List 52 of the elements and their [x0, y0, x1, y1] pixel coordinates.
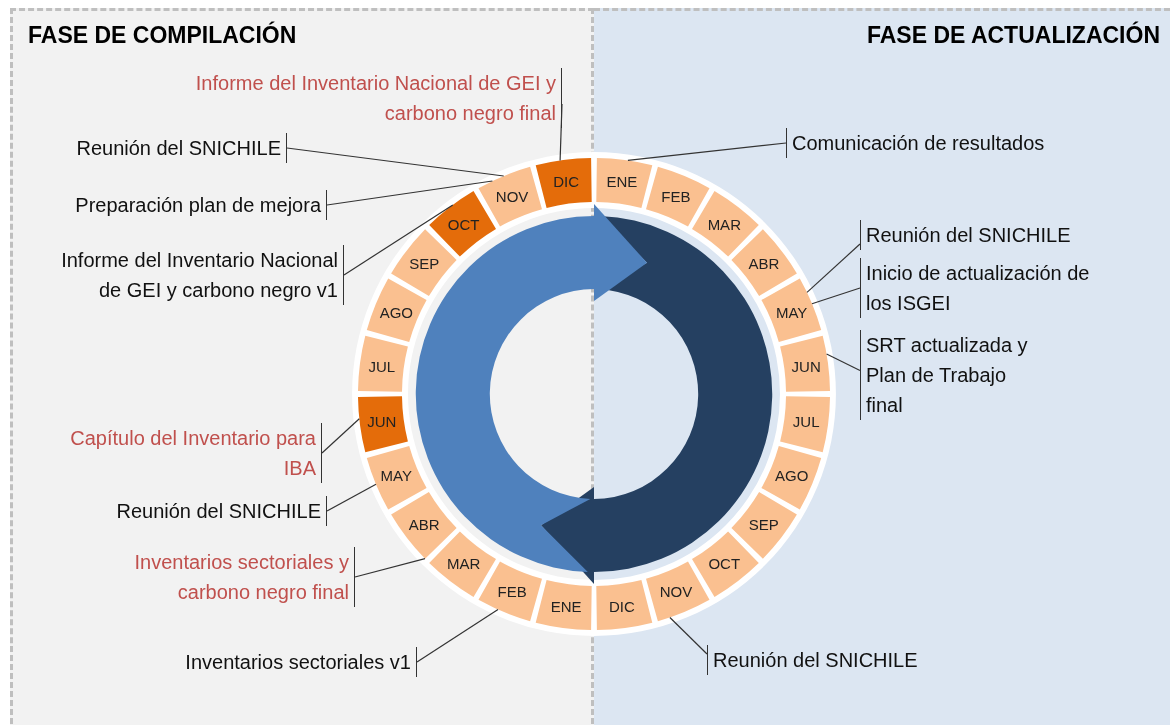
- leader-line: [559, 103, 563, 161]
- milestone-text: SRT actualizada y Plan de Trabajo final: [860, 330, 1046, 420]
- month-segment: SEP: [391, 229, 457, 296]
- leader-line: [286, 147, 505, 177]
- month-segment: SEP: [731, 492, 797, 559]
- milestone-text: Inventarios sectoriales v1: [185, 647, 417, 677]
- month-segment: OCT: [692, 531, 759, 597]
- milestone-text: Comunicación de resultados: [786, 128, 1045, 158]
- month-segment: MAR: [429, 531, 496, 597]
- month-segment: DIC: [596, 580, 653, 630]
- milestone-text: Reunión del SNICHILE: [707, 645, 918, 675]
- month-segment: NOV: [646, 561, 710, 622]
- month-segment: ENE: [535, 580, 592, 630]
- panel-heading: FASE DE ACTUALIZACIÓN: [866, 22, 1160, 49]
- leader-line: [326, 180, 493, 206]
- milestone-text: Informe del Inventario Nacional de GEI y carbono negro final: [156, 68, 562, 128]
- month-segment: MAY: [761, 278, 822, 342]
- month-segment: MAY: [366, 446, 427, 510]
- milestone-text: Inicio de actualización de los ISGEI: [860, 258, 1101, 318]
- month-segment: NOV: [478, 166, 542, 227]
- milestone-text: Inventarios sectoriales y carbono negro final: [109, 547, 355, 607]
- leader-line: [416, 609, 499, 663]
- leader-line: [321, 418, 360, 454]
- month-segment: JUN: [358, 396, 408, 453]
- month-segment: JUL: [780, 396, 830, 453]
- month-segment: AGO: [366, 278, 427, 342]
- month-segment: AGO: [761, 446, 822, 510]
- milestone-text: Reunión del SNICHILE: [116, 496, 327, 526]
- leader-line: [811, 287, 861, 305]
- leader-line: [806, 243, 861, 293]
- milestone-text: Reunión del SNICHILE: [860, 220, 1071, 250]
- month-segment: ENE: [596, 158, 653, 208]
- panel-heading: FASE DE COMPILACIÓN: [28, 22, 297, 49]
- leader-line: [354, 558, 426, 578]
- month-segment: DIC: [535, 158, 592, 208]
- month-segment: MAR: [692, 191, 759, 257]
- leader-line: [826, 353, 861, 372]
- month-segment: OCT: [429, 191, 496, 257]
- phase-panel: [594, 8, 1170, 725]
- leader-line: [627, 142, 787, 161]
- month-segment: FEB: [646, 166, 710, 227]
- milestone-text: Informe del Inventario Nacional de GEI y carbono negro v1: [48, 245, 344, 305]
- milestone-text: Reunión del SNICHILE: [76, 133, 287, 163]
- milestone-text: Capítulo del Inventario para IBA: [56, 423, 322, 483]
- leader-line: [343, 204, 454, 276]
- month-segment: JUL: [358, 335, 408, 392]
- leader-line: [669, 616, 708, 655]
- month-segment: JUN: [780, 335, 830, 392]
- milestone-text: Preparación plan de mejora: [75, 190, 327, 220]
- leader-line: [326, 483, 377, 512]
- month-segment: ABR: [731, 229, 797, 296]
- month-segment: ABR: [391, 492, 457, 559]
